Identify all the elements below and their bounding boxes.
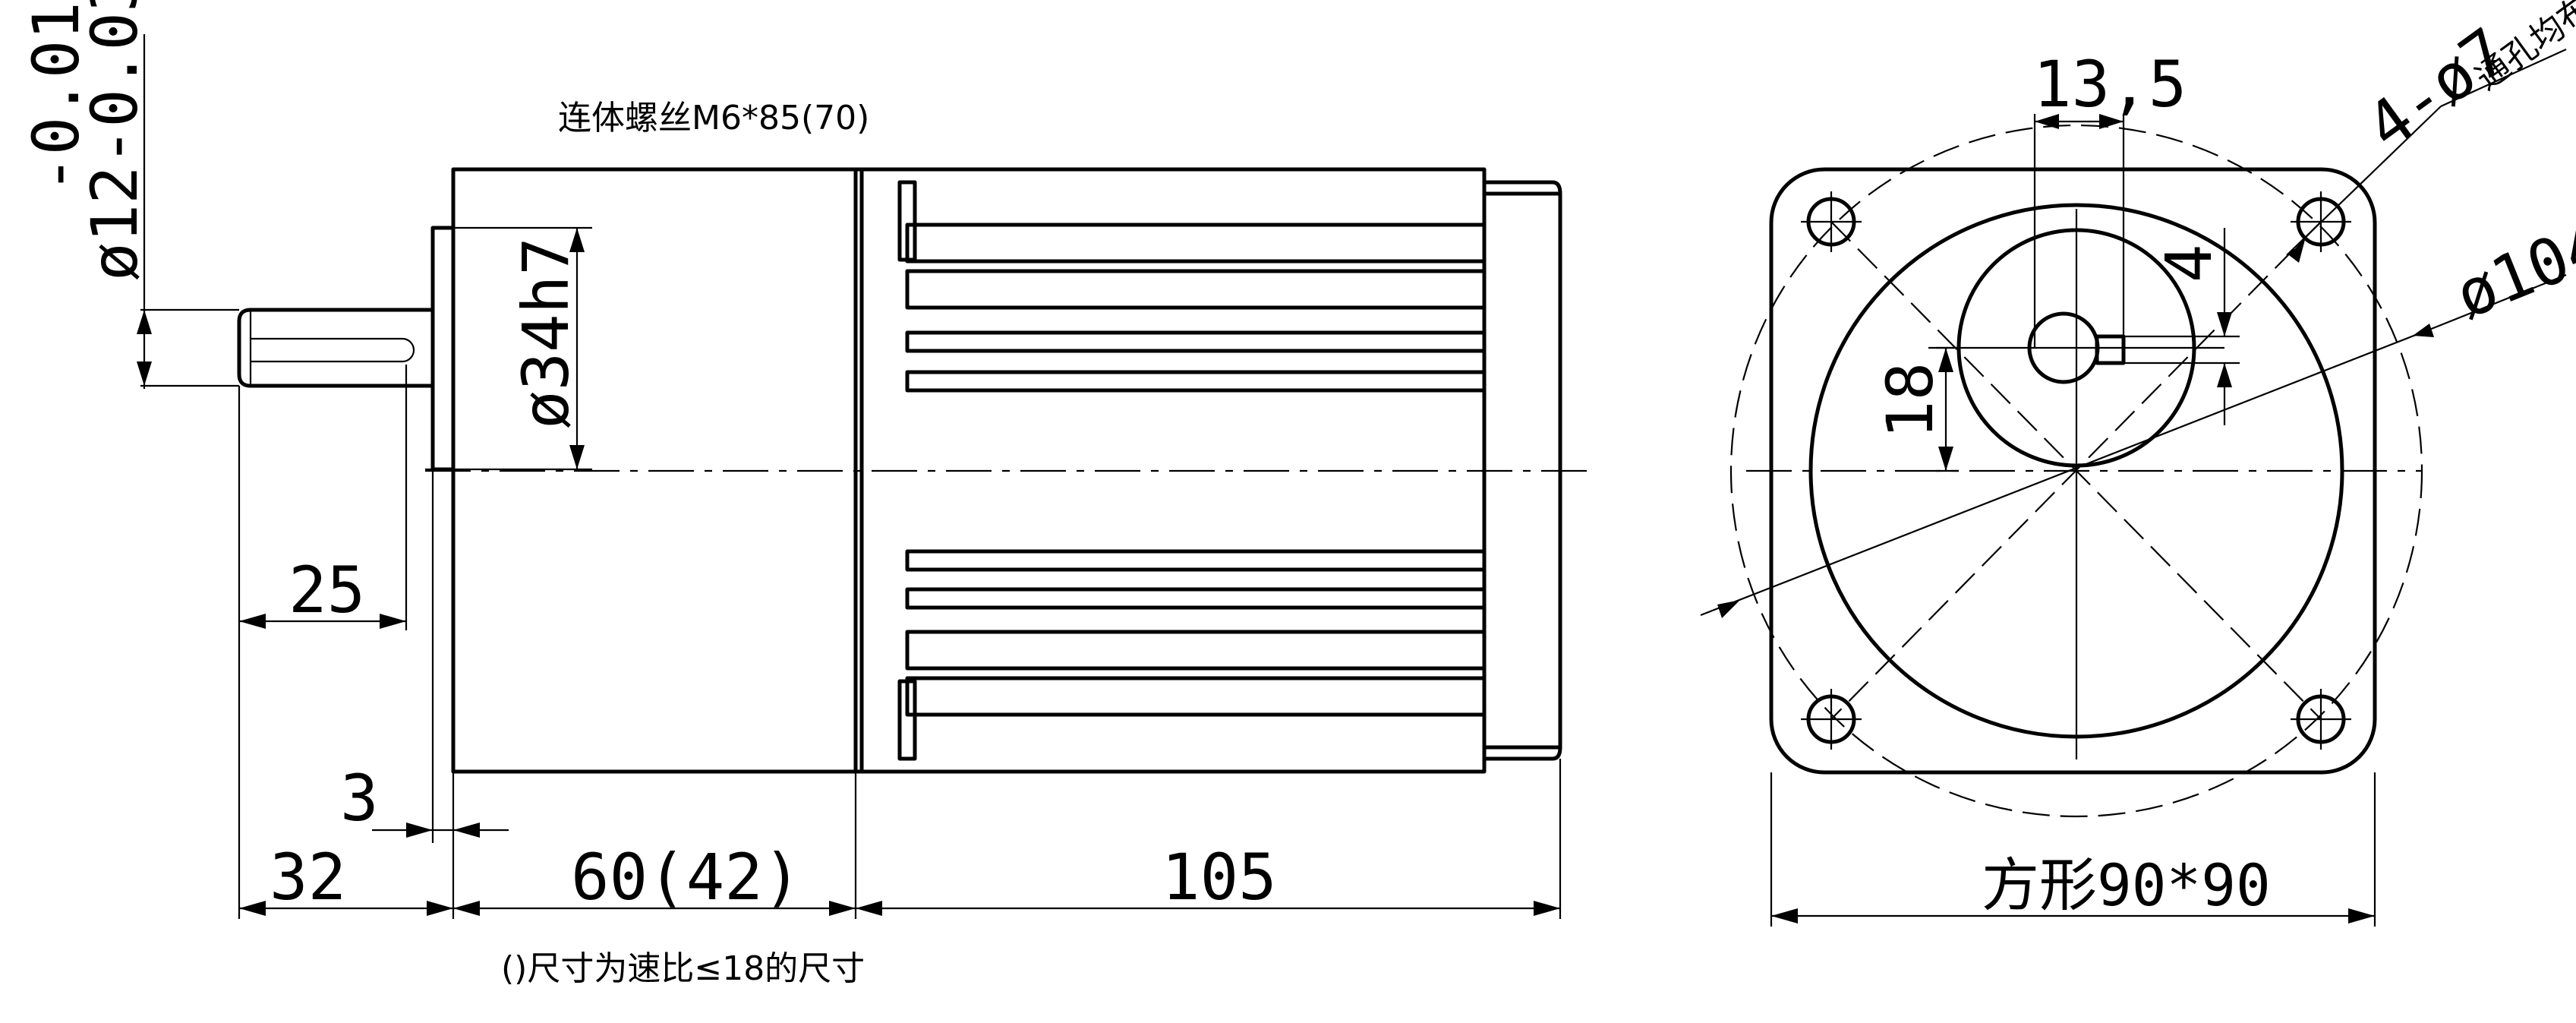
pcd-label: ø104 [2445, 207, 2576, 333]
key-slot [2095, 334, 2126, 365]
cooling-fins [905, 223, 1487, 717]
front-view: 13,5 4-ø7 通孔均布 4 ø104 18 方形90*90 [1700, 0, 2576, 927]
shaft-length-label: 25 [288, 553, 365, 627]
bolt-note: 连体螺丝M6*85(70) [558, 99, 869, 137]
shaft-total-label: 32 [270, 840, 346, 914]
side-view: -0.016 ø12-0.034 连体螺丝M6*85(70) ø34h7 25 … [19, 0, 1587, 988]
output-shaft [237, 308, 435, 388]
key-width-label: 13,5 [2033, 47, 2187, 122]
side-dimensions [137, 34, 1562, 919]
tolerance-upper-label: -0.016 [19, 0, 93, 194]
front-centerlines [1746, 209, 2422, 759]
footnote: ()尺寸为速比≤18的尺寸 [501, 949, 865, 988]
key-depth-label: 4 [2152, 244, 2226, 283]
gearbox-length-label: 60(42) [571, 840, 801, 914]
pilot-boss [430, 226, 456, 472]
motor-length-label: 105 [1162, 840, 1277, 914]
shaft-height-label: 18 [1873, 362, 1947, 439]
shaft-diameter-label: ø12-0.034 [77, 0, 152, 281]
front-dimensions [1700, 48, 2567, 927]
square-size-label: 方形90*90 [1982, 851, 2271, 919]
flange-thickness-label: 3 [340, 761, 379, 835]
pilot-diameter-label: ø34h7 [509, 237, 583, 429]
